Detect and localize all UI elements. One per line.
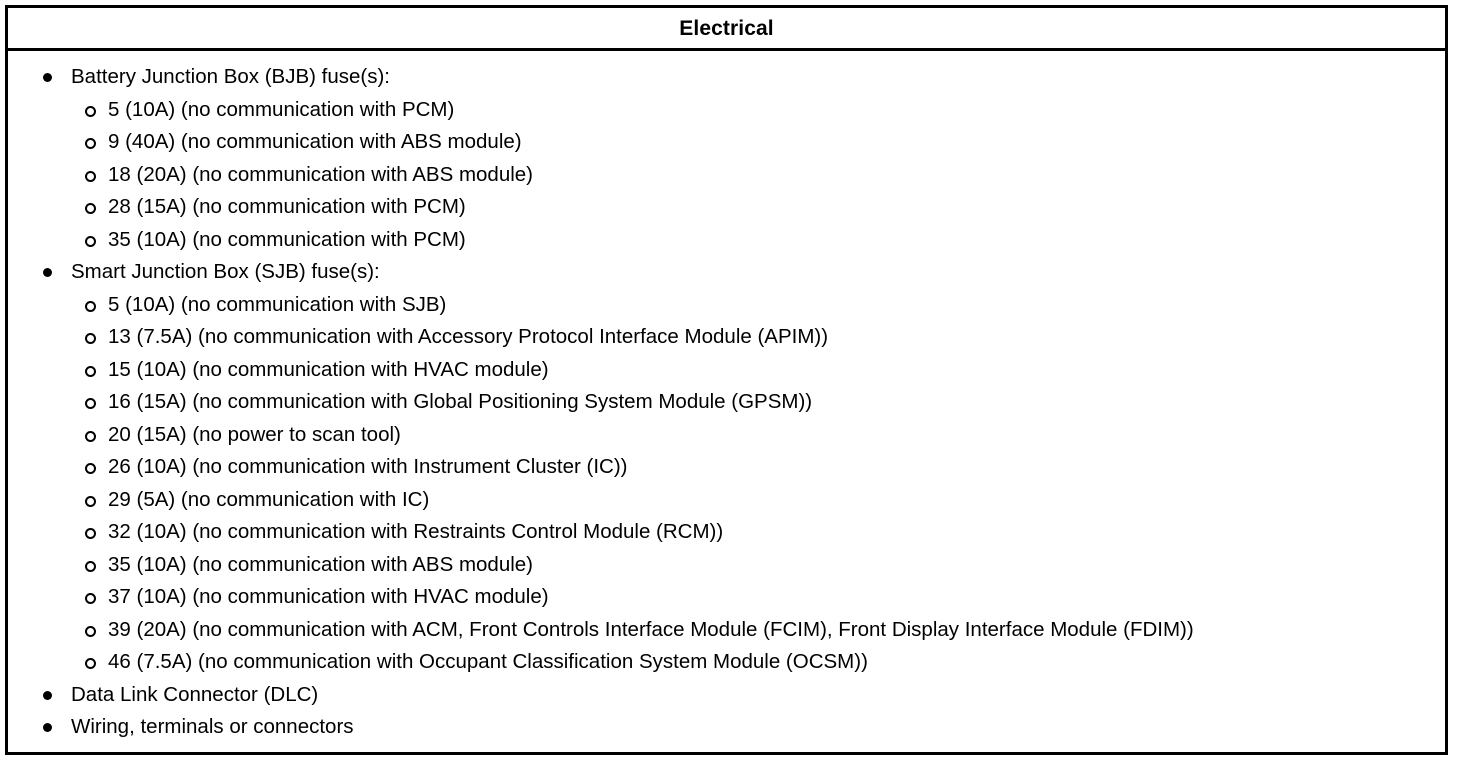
list-item-level2: 37 (10A) (no communication with HVAC mod… [8,581,1445,614]
sub-item-label: 18 (20A) (no communication with ABS modu… [108,162,534,186]
list-item-level2: 15 (10A) (no communication with HVAC mod… [8,354,1445,387]
sub-item-label: 32 (10A) (no communication with Restrain… [108,520,724,543]
sub-item-label: 26 (10A) (no communication with Instrume… [108,455,628,478]
list-item-level2: 26 (10A) (no communication with Instrume… [8,451,1445,484]
sub-item-label: 37 (10A) (no communication with HVAC mod… [108,585,549,608]
sub-list: 5 (10A) (no communication with SJB) 13 (7… [8,289,1445,679]
list-item-level2: 32 (10A) (no communication with Restrain… [8,516,1445,549]
list-item-level1: Battery Junction Box (BJB) fuse(s): [8,61,1445,94]
list-item-level1: Smart Junction Box (SJB) fuse(s): [8,256,1445,289]
bullet-circle-icon [85,105,96,117]
sub-item-label: 28 (15A) (no communication with PCM) [108,195,466,218]
bullet-circle-icon [85,170,96,182]
sub-list: 5 (10A) (no communication with PCM) 9 (40… [8,94,1445,257]
sub-item-label: 35 (10A) (no communication with PCM) [108,227,466,251]
bullet-disc-icon [43,723,52,732]
list-item-level2: 28 (15A) (no communication with PCM) [8,191,1445,224]
sub-item-label: 5 (10A) (no communication with SJB) [108,292,447,316]
bullet-circle-icon [85,203,96,214]
sub-item-label: 39 (20A) (no communication with ACM, Fro… [108,617,1194,641]
bullet-disc-icon [43,73,52,82]
sub-item-label: 5 (10A) (no communication with PCM) [108,97,455,121]
list-item-level2: 18 (20A) (no communication with ABS modu… [8,159,1445,192]
bullet-circle-icon [85,398,96,409]
list-item-level2: 13 (7.5A) (no communication with Accesso… [8,321,1445,354]
table-header: Electrical [8,8,1445,51]
list-item-level2: 9 (40A) (no communication with ABS modul… [8,126,1445,159]
list-item-level2: 5 (10A) (no communication with SJB) [8,289,1445,322]
list-item-level1: Data Link Connector (DLC) [8,679,1445,712]
sub-item-label: 15 (10A) (no communication with HVAC mod… [108,357,549,381]
list-item-label: Data Link Connector (DLC) [71,682,319,706]
list-item-level2: 35 (10A) (no communication with PCM) [8,224,1445,257]
bullet-circle-icon [85,430,96,442]
list-item-level2: 5 (10A) (no communication with PCM) [8,94,1445,127]
bullet-disc-icon [43,690,52,700]
sub-list-wrapper: 5 (10A) (no communication with PCM) 9 (40… [8,94,1445,257]
sub-item-label: 46 (7.5A) (no communication with Occupan… [108,650,868,673]
list-item-label: Wiring, terminals or connectors [71,715,354,738]
list-item-level2: 29 (5A) (no communication with IC) [8,484,1445,517]
sub-item-label: 13 (7.5A) (no communication with Accesso… [108,325,829,348]
bullet-circle-icon [85,560,96,572]
bullet-disc-icon [43,268,52,277]
list-item-level2: 16 (15A) (no communication with Global P… [8,386,1445,419]
sub-list-wrapper: 5 (10A) (no communication with SJB) 13 (7… [8,289,1445,679]
bullet-circle-icon [85,138,96,149]
list-item-level2: 35 (10A) (no communication with ABS modu… [8,549,1445,582]
sub-item-label: 20 (15A) (no power to scan tool) [108,422,401,446]
bullet-circle-icon [85,625,96,637]
list-item-level2: 20 (15A) (no power to scan tool) [8,419,1445,452]
sub-item-label: 16 (15A) (no communication with Global P… [108,390,813,413]
bullet-circle-icon [85,365,96,377]
bullet-circle-icon [85,593,96,604]
list-item-level1: Wiring, terminals or connectors [8,711,1445,744]
bullet-circle-icon [85,528,96,539]
bullet-circle-icon [85,235,96,247]
bullet-circle-icon [85,658,96,669]
sub-item-label: 35 (10A) (no communication with ABS modu… [108,552,534,576]
sub-item-label: 29 (5A) (no communication with IC) [108,487,430,511]
list-item-level2: 39 (20A) (no communication with ACM, Fro… [8,614,1445,647]
list-item-level2: 46 (7.5A) (no communication with Occupan… [8,646,1445,679]
sub-item-label: 9 (40A) (no communication with ABS modul… [108,130,522,153]
list-item-label: Battery Junction Box (BJB) fuse(s): [71,65,391,88]
bullet-circle-icon [85,300,96,312]
bullet-circle-icon [85,463,96,474]
bullet-list: Battery Junction Box (BJB) fuse(s): 5 (10… [8,61,1445,744]
electrical-table: Electrical Battery Junction Box (BJB) fu… [5,5,1448,755]
list-item-label: Smart Junction Box (SJB) fuse(s): [71,260,380,283]
bullet-circle-icon [85,495,96,507]
table-body: Battery Junction Box (BJB) fuse(s): 5 (10… [8,51,1445,744]
bullet-circle-icon [85,333,96,344]
page-title: Electrical [679,16,774,40]
